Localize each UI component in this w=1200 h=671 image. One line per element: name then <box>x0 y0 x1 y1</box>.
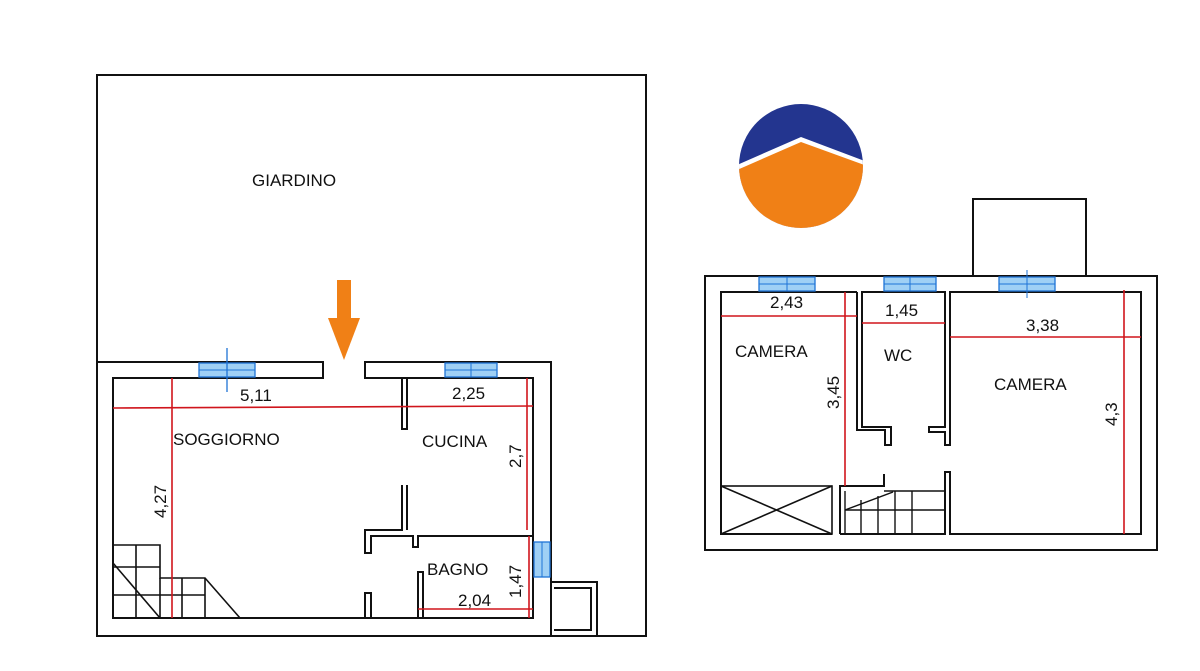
garden-boundary <box>96 74 647 637</box>
left-bedroom-walls <box>720 291 857 535</box>
kitchen-bath-wall <box>364 485 533 554</box>
first-floor-plan: CAMERA WC CAMERA 2,43 1,45 3,38 3,45 4,3 <box>704 198 1158 551</box>
room-label-soggiorno: SOGGIORNO <box>173 430 280 449</box>
room-label-camera-right: CAMERA <box>994 375 1067 394</box>
window <box>883 276 937 292</box>
window <box>444 362 498 378</box>
balcony <box>551 581 598 636</box>
window <box>998 270 1056 298</box>
interior-walls <box>840 291 1142 535</box>
dimension-label: 2,7 <box>506 444 525 468</box>
room-label-cucina: CUCINA <box>422 432 488 451</box>
balcony <box>972 198 1087 277</box>
bathroom-wall <box>417 571 424 618</box>
arrow-down-icon <box>328 280 360 360</box>
dimension-label: 2,43 <box>770 293 803 312</box>
exterior-walls <box>97 361 552 636</box>
window <box>758 276 816 292</box>
room-label-camera-left: CAMERA <box>735 342 808 361</box>
dimension-label: 3,45 <box>824 376 843 409</box>
house-roof-logo <box>739 104 863 228</box>
stair-wall <box>839 474 885 534</box>
dimension-label: 3,38 <box>1026 316 1059 335</box>
dimension-label: 1,47 <box>506 565 525 598</box>
garden-label: GIARDINO <box>252 171 336 190</box>
window <box>533 541 551 578</box>
balcony-inner <box>554 587 592 631</box>
dimension-label: 2,04 <box>458 591 491 610</box>
room-label-bagno: BAGNO <box>427 560 488 579</box>
dimension-label: 2,25 <box>452 384 485 403</box>
room-label-wc: WC <box>884 346 912 365</box>
dimension-label: 4,3 <box>1102 402 1121 426</box>
ground-floor-plan: GIARDINO <box>96 74 647 637</box>
dimension-label: 4,27 <box>151 485 170 518</box>
window <box>198 348 256 392</box>
kitchen-wall-upper <box>401 378 408 430</box>
closet <box>720 485 833 535</box>
staircase <box>112 544 241 619</box>
exterior-wall-outer <box>704 275 1158 551</box>
dimension-label: 1,45 <box>885 301 918 320</box>
bath-door-jamb <box>364 592 372 618</box>
dimension-label: 5,11 <box>240 386 272 405</box>
staircase <box>844 490 945 534</box>
dimension-line <box>112 405 534 409</box>
